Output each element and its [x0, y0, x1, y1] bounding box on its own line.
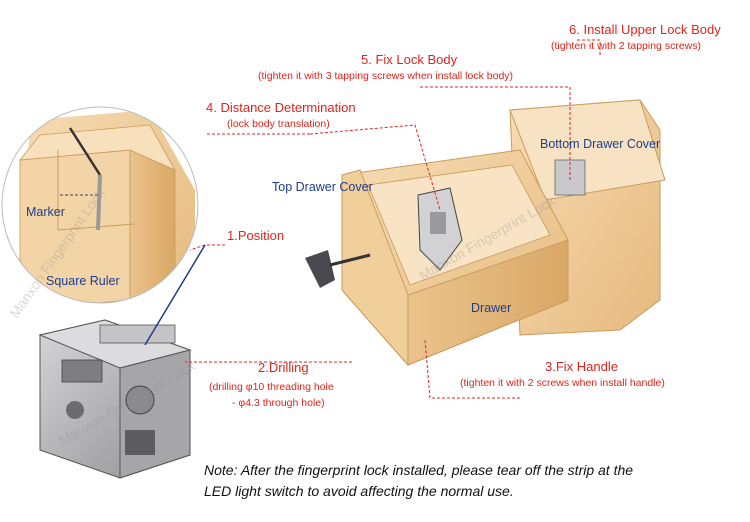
drawer-label: Drawer — [471, 301, 512, 315]
note-line-2: LED light switch to avoid affecting the … — [204, 483, 514, 499]
step-upper-lock-body-sub: (tighten it with 2 tapping screws) — [551, 40, 701, 52]
installation-note: Note: After the fingerprint lock install… — [204, 460, 724, 502]
step-position-title: 1.Position — [227, 228, 285, 243]
step-drilling-sub1: (drilling φ10 threading hole — [209, 381, 334, 393]
step-drilling-title: 2.Drilling — [258, 360, 309, 375]
top-drawer-cover-label: Top Drawer Cover — [272, 180, 373, 194]
square-ruler-label: Square Ruler — [46, 274, 120, 288]
step-fix-lock-body-title: 5. Fix Lock Body — [361, 52, 458, 67]
step-upper-lock-body-title: 6. Install Upper Lock Body — [569, 22, 721, 37]
corner-closeup — [2, 107, 198, 303]
step-drilling-sub2: - φ4.3 through hole) — [232, 397, 325, 409]
bottom-drawer-cover-label: Bottom Drawer Cover — [540, 137, 661, 151]
step-fix-lock-body-sub: (tighten it with 3 tapping screws when i… — [258, 70, 514, 82]
marker-label: Marker — [26, 205, 65, 219]
step-distance-sub: (lock body translation) — [227, 118, 330, 130]
note-line-1: Note: After the fingerprint lock install… — [204, 462, 634, 478]
lock-body-model — [38, 319, 192, 479]
position-link-line — [144, 244, 206, 346]
step-fix-handle-sub: (tighten it with 2 screws when install h… — [460, 377, 665, 389]
step-fix-handle-title: 3.Fix Handle — [545, 359, 618, 374]
step-distance-title: 4. Distance Determination — [206, 100, 356, 115]
drawer-assembly — [305, 99, 666, 367]
